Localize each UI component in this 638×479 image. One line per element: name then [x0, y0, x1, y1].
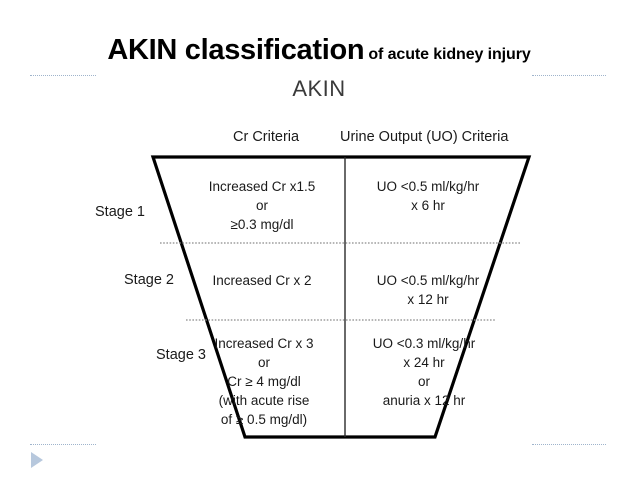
page-title-main: AKIN classification — [107, 34, 365, 66]
cell-stage3-uo-criteria: UO <0.3 ml/kg/hr x 24 hr or anuria x 12 … — [372, 336, 476, 408]
cell-stage3-cr-criteria: Increased Cr x 3 or Cr ≥ 4 mg/dl (with a… — [214, 336, 314, 427]
stage-label-2: Stage 2 — [124, 272, 174, 288]
cell-stage1-uo-criteria: UO <0.5 ml/kg/hr x 6 hr — [376, 179, 480, 213]
column-header-urine-output-criteria: Urine Output (UO) Criteria — [340, 129, 509, 145]
trapezoid-shape — [150, 155, 532, 439]
page-title-subtitle: of acute kidney injury — [368, 46, 531, 63]
column-header-cr-criteria: Cr Criteria — [233, 129, 300, 145]
stage-label-3: Stage 3 — [156, 347, 206, 363]
decorative-dotted-rule-bottom-right — [532, 444, 606, 445]
cell-stage2-uo-criteria: UO <0.5 ml/kg/hr x 12 hr — [376, 273, 480, 307]
decorative-dotted-rule-top-left — [30, 75, 96, 76]
stage-label-1: Stage 1 — [95, 204, 145, 220]
decorative-dotted-rule-top-right — [532, 75, 606, 76]
cell-stage1-cr-criteria: Increased Cr x1.5 or ≥0.3 mg/dl — [208, 179, 316, 232]
decorative-dotted-rule-bottom-left — [30, 444, 96, 445]
play-triangle-icon — [31, 452, 43, 468]
cell-stage2-cr-criteria: Increased Cr x 2 — [212, 273, 312, 288]
diagram-title: AKIN — [292, 76, 346, 101]
